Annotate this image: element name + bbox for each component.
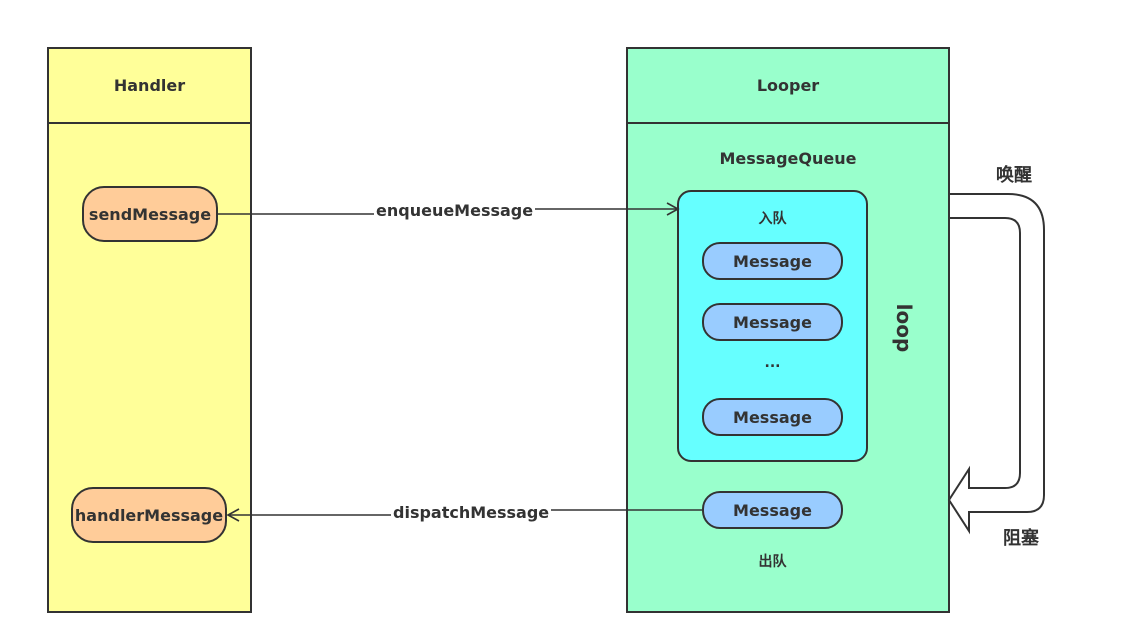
send-message-node: sendMessage	[82, 186, 218, 242]
looper-title: Looper	[756, 76, 820, 95]
queued-message-1: Message	[702, 242, 843, 280]
handler-header: Handler	[49, 49, 250, 124]
block-label: 阻塞	[1003, 528, 1039, 549]
dispatch-edge-label: dispatchMessage	[391, 503, 552, 522]
queue-ellipsis: ...	[764, 355, 781, 371]
queued-message-3: Message	[702, 398, 843, 436]
dequeued-message: Message	[702, 491, 843, 529]
wake-label: 唤醒	[996, 165, 1032, 186]
looper-header: Looper	[628, 49, 948, 124]
enqueue-edge-label: enqueueMessage	[374, 201, 536, 220]
enqueue-label: 入队	[758, 211, 787, 227]
handler-message-node: handlerMessage	[71, 487, 227, 543]
message-queue-title: MessageQueue	[719, 149, 857, 168]
handler-title: Handler	[113, 76, 186, 95]
loop-arrow	[947, 193, 1045, 535]
queued-message-2: Message	[702, 303, 843, 341]
dequeue-label: 出队	[758, 554, 787, 570]
